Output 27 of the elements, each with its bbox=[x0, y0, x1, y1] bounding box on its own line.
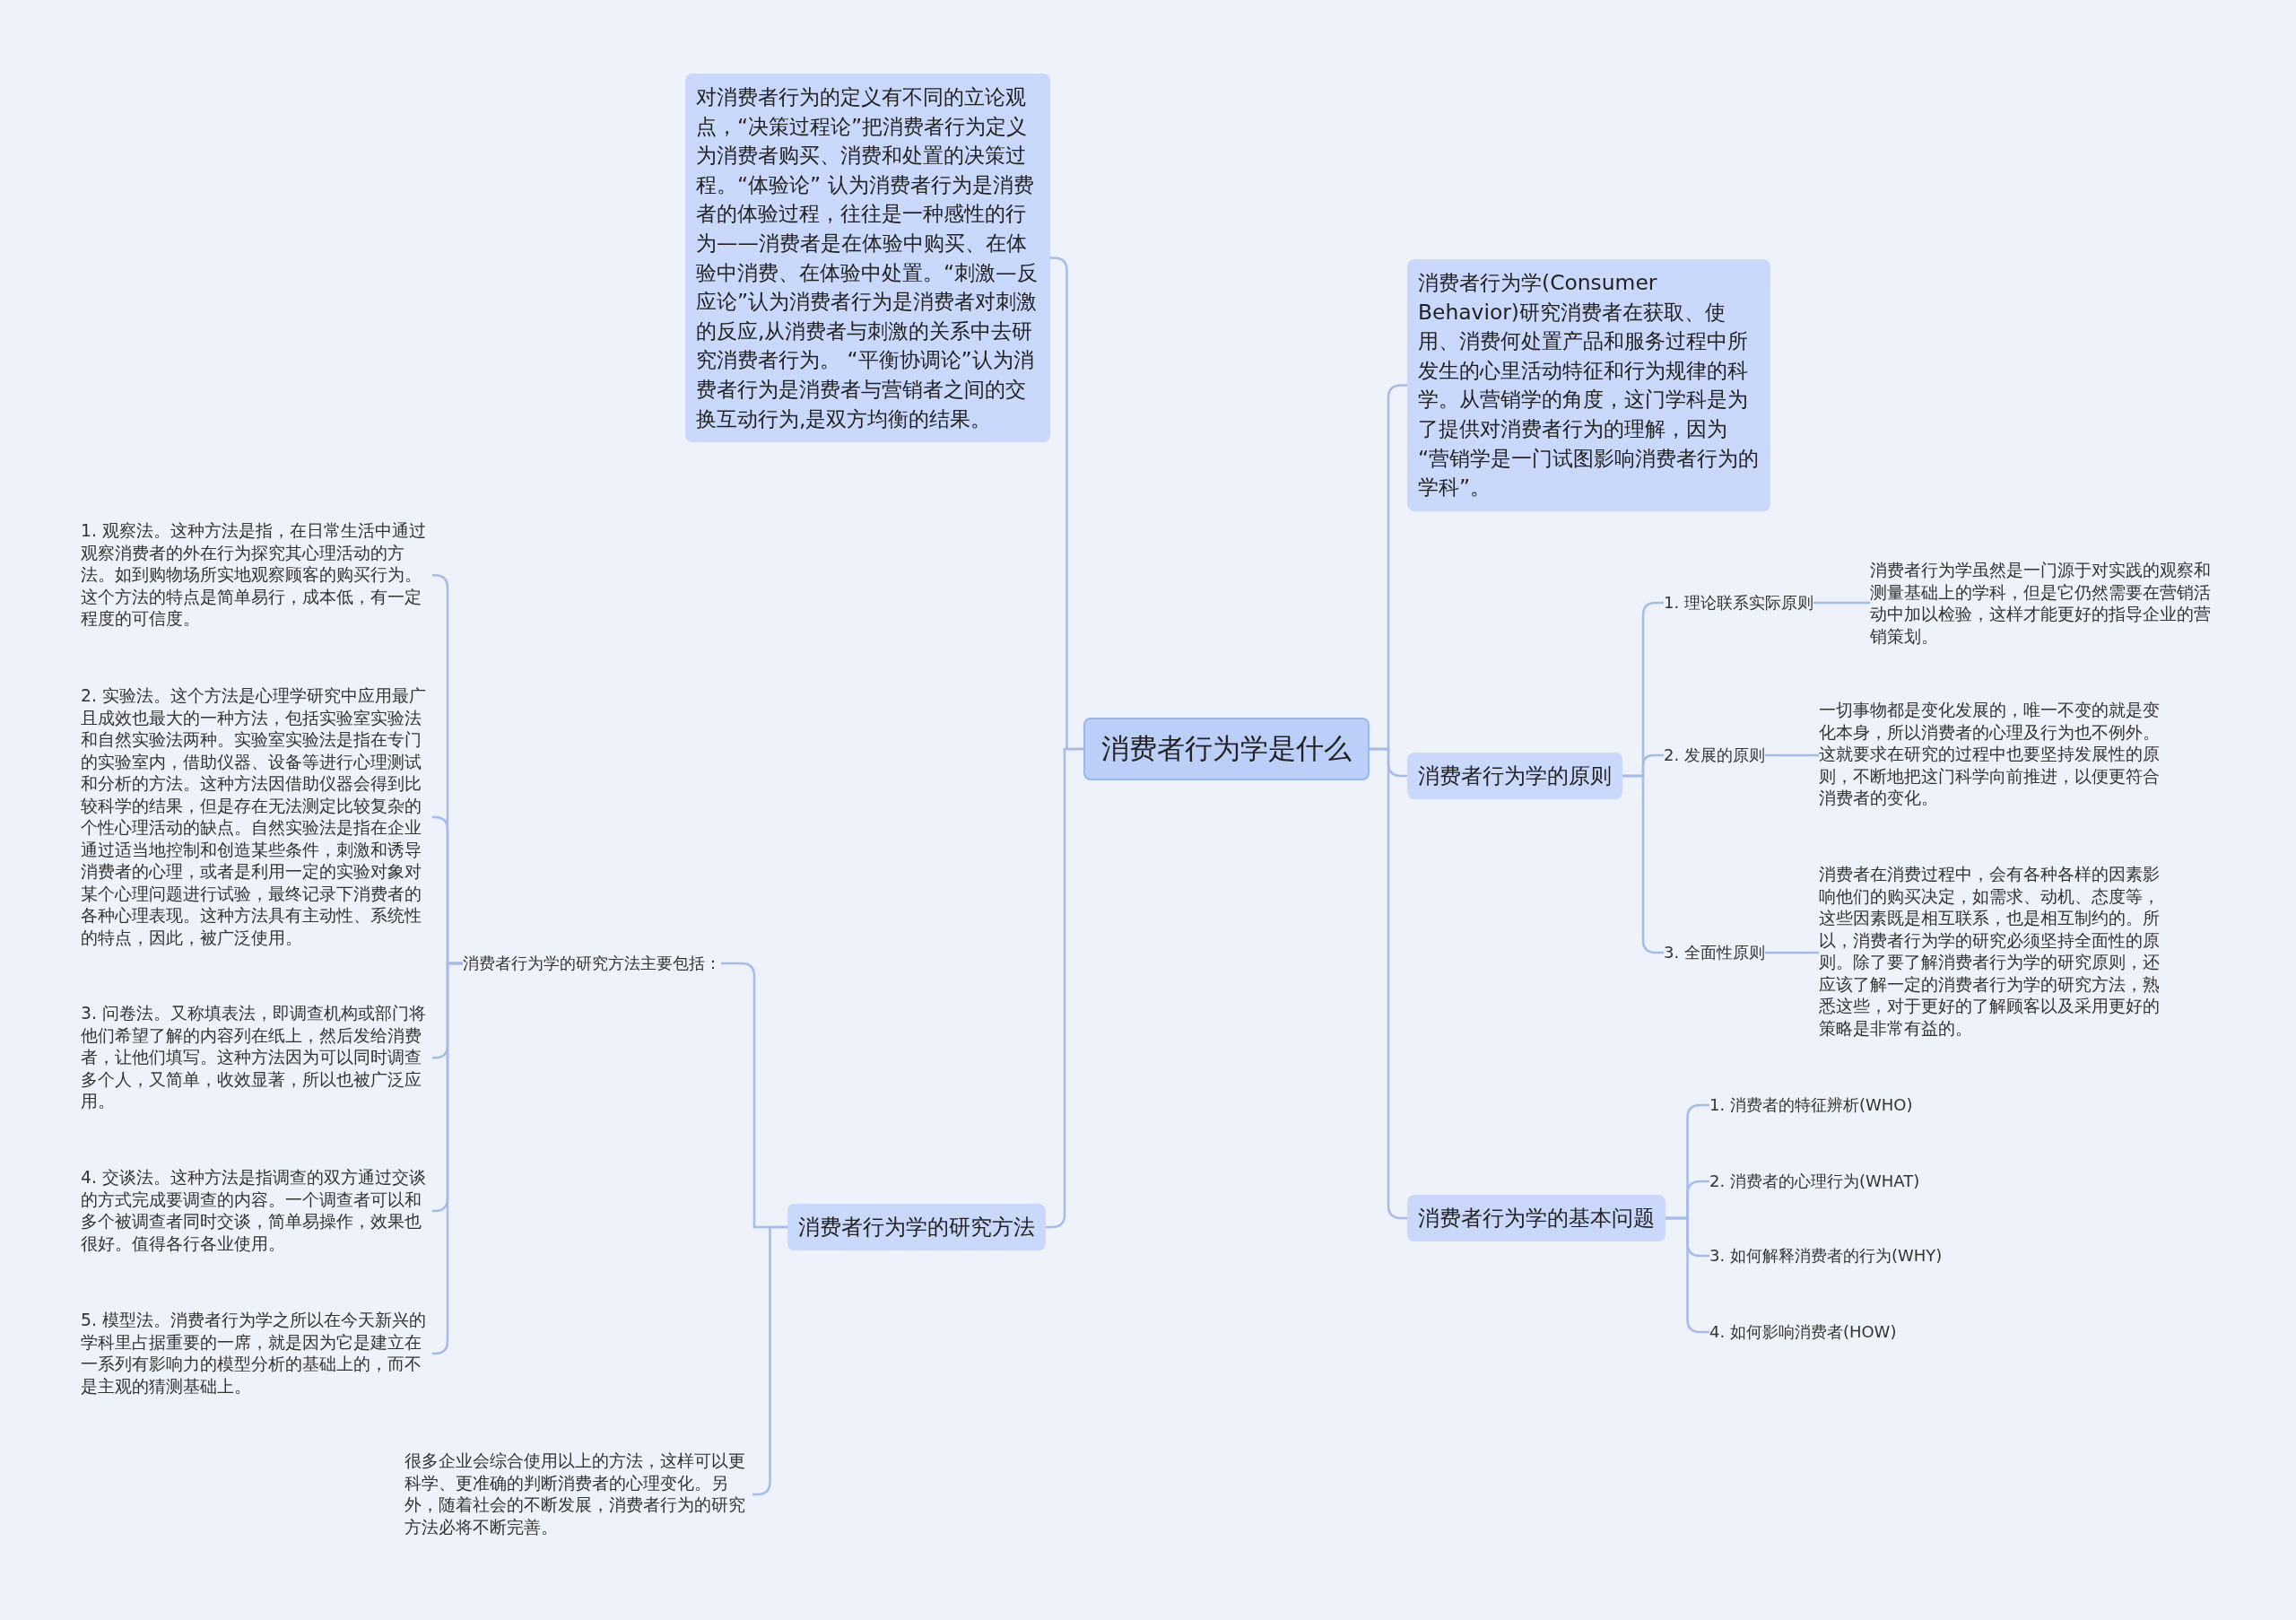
topic-box: 消费者行为学的基本问题 bbox=[1407, 1195, 1665, 1241]
central-topic-box: 消费者行为学是什么 bbox=[1083, 718, 1370, 780]
connector-line bbox=[1764, 753, 1819, 757]
connector-line bbox=[1764, 951, 1819, 954]
branch-label: 2. 发展的原则 bbox=[1664, 745, 1765, 766]
note-text: 消费者在消费过程中，会有各种各样的因素影响他们的购买决定，如需求、动机、态度等，这些因素既是相互联系，也是相互制约的。所以，消费者行为学的研究必须坚持全面性的原则。除了要了解消费者行为学的研究原则，还应该了解一定的消费者行为学的研究方法，熟悉这些，对于更好的了解顾客以及采用更好的策略是非常有益的。 bbox=[1819, 864, 2170, 1040]
branch-label: 3. 全面性原则 bbox=[1664, 942, 1765, 963]
branch-label: 1. 消费者的特征辨析(WHO) bbox=[1709, 1094, 1913, 1116]
branch-label: 3. 如何解释消费者的行为(WHY) bbox=[1709, 1245, 1943, 1267]
topic-box: 对消费者行为的定义有不同的立论观点，“决策过程论”把消费者行为定义为消费者购买、消费和处置的决策过程。“体验论” 认为消费者行为是消费者的体验过程，往往是一种感性的行为——消费者是在体验中购买、在体验中消费、在体验中处置。“刺激—反应论”认为消费者行为是消费者对刺激的反应,从消费者与刺激的关系中去研究消费者行为。 “平衡协调论”认为消费者行为是消费者与营销者之间的交换互动行为,是双方均衡的结果。 bbox=[685, 74, 1050, 443]
note-text: 一切事物都是变化发展的，唯一不变的就是变化本身，所以消费者的心理及行为也不例外。这就要求在研究的过程中也要坚持发展性的原则，不断地把这门科学向前推进，以便更符合消费者的变化。 bbox=[1819, 700, 2170, 810]
note-text: 5. 模型法。消费者行为学之所以在今天新兴的学科里占据重要的一席，就是因为它是建立在一系列有影响力的模型分析的基础上的，而不是主观的猜测基础上。 bbox=[81, 1310, 432, 1398]
branch-label: 1. 理论联系实际原则 bbox=[1664, 592, 1813, 614]
branch-label: 消费者行为学的研究方法主要包括： bbox=[463, 953, 721, 974]
note-text: 1. 观察法。这种方法是指，在日常生活中通过观察消费者的外在行为探究其心理活动的方法。如到购物场所实地观察顾客的购买行为。这个方法的特点是简单易行，成本低，有一定程度的可信度。 bbox=[81, 520, 432, 631]
note-text: 很多企业会综合使用以上的方法，这样可以更科学、更准确的判断消费者的心理变化。另外，随着社会的不断发展，消费者行为的研究方法必将不断完善。 bbox=[404, 1450, 752, 1538]
branch-label: 4. 如何影响消费者(HOW) bbox=[1709, 1321, 1897, 1343]
connector-line bbox=[1813, 601, 1870, 605]
topic-box: 消费者行为学(Consumer Behavior)研究消费者在获取、使用、消费何处置产品和服务过程中所发生的心里活动特征和行为规律的科学。从营销学的角度，这门学科是为了提供对消费者行为的理解，因为 “营销学是一门试图影响消费者行为的学科”。 bbox=[1407, 259, 1770, 511]
note-text: 消费者行为学虽然是一门源于对实践的观察和测量基础上的学科，但是它仍然需要在营销活动中加以检验，这样才能更好的指导企业的营销策划。 bbox=[1870, 560, 2222, 648]
note-text: 2. 实验法。这个方法是心理学研究中应用最广且成效也最大的一种方法，包括实验室实验法和自然实验法两种。实验室实验法是指在专门的实验室内，借助仪器、设备等进行心理测试和分析的方法。这种方法因借助仪器会得到比较科学的结果，但是存在无法测定比较复杂的个性心理活动的缺点。自然实验法是指在企业通过适当地控制和创造某些条件，刺激和诱导消费者的心理，或者是利用一定的实验对象对某个心理问题进行试验，最终记录下消费者的各种心理表现。这种方法具有主动性、系统性的特点，因此，被广泛使用。 bbox=[81, 685, 432, 949]
topic-box: 消费者行为学的研究方法 bbox=[787, 1204, 1046, 1250]
note-text: 3. 问卷法。又称填表法，即调查机构或部门将他们希望了解的内容列在纸上，然后发给消费者，让他们填写。这种方法因为可以同时调查多个人，又简单，收效显著，所以也被广泛应用。 bbox=[81, 1003, 432, 1113]
topic-box: 消费者行为学的原则 bbox=[1407, 753, 1622, 799]
note-text: 4. 交谈法。这种方法是指调查的双方通过交谈的方式完成要调查的内容。一个调查者可以和多个被调查者同时交谈，简单易操作，效果也很好。值得各行各业使用。 bbox=[81, 1167, 432, 1255]
connector-line bbox=[431, 962, 463, 1355]
branch-label: 2. 消费者的心理行为(WHAT) bbox=[1709, 1171, 1920, 1192]
